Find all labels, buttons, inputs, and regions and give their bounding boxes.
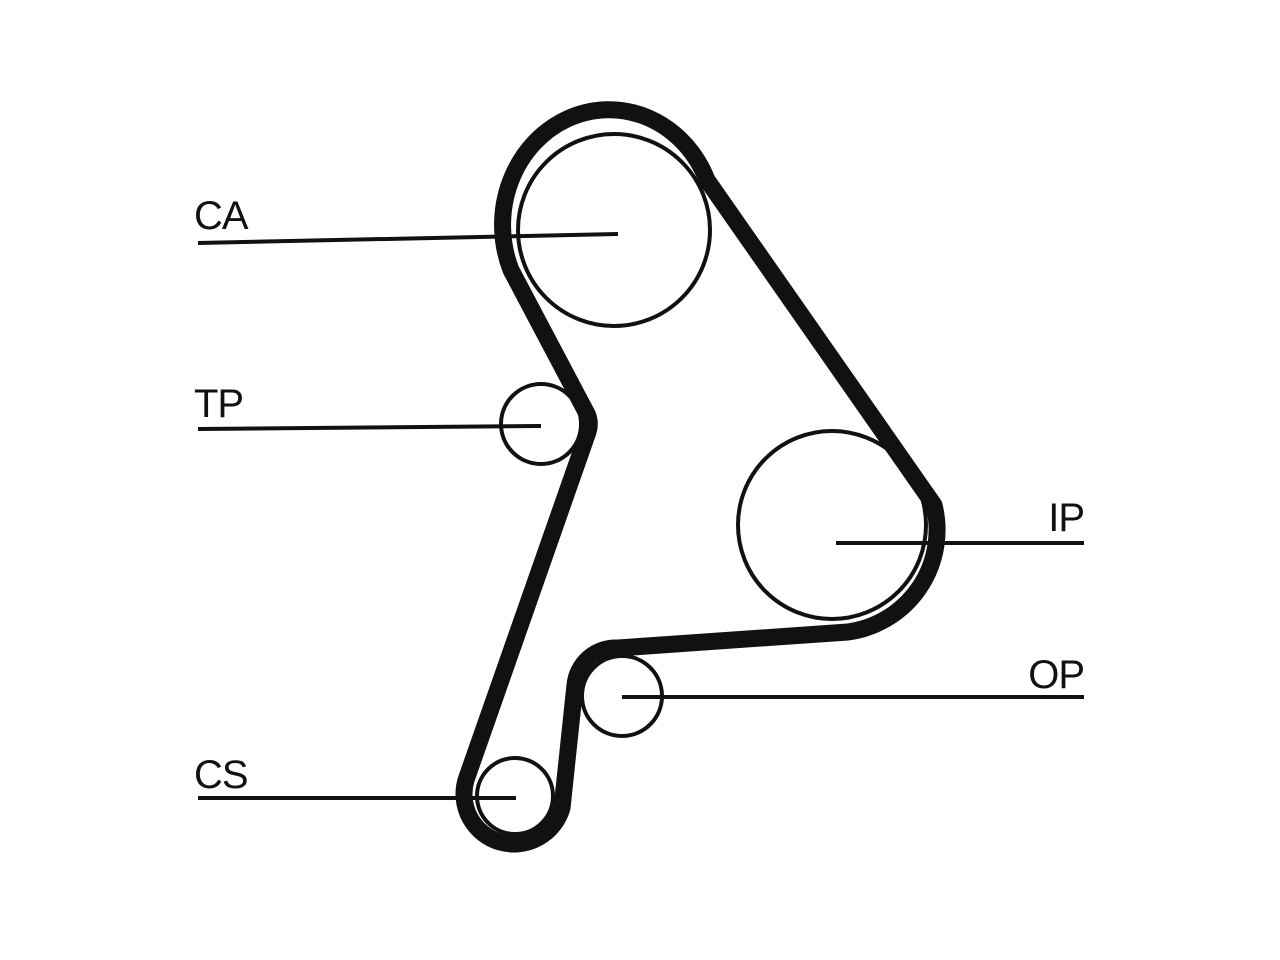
label-ip: IP — [1048, 496, 1084, 540]
leader-line-tp — [197, 424, 542, 431]
pulley-ca — [516, 132, 712, 328]
leader-line-ca — [197, 232, 619, 245]
label-tp: TP — [194, 382, 243, 426]
pulley-tp — [499, 382, 583, 466]
label-ca: CA — [194, 194, 249, 238]
label-cs: CS — [194, 753, 248, 797]
timing-belt — [455, 101, 946, 853]
label-op: OP — [1028, 653, 1084, 697]
pulley-ip — [736, 429, 928, 621]
